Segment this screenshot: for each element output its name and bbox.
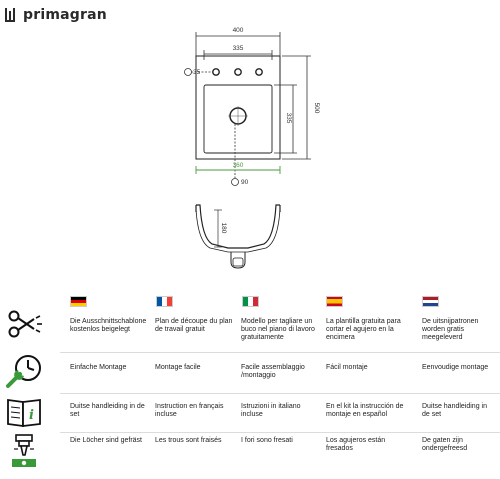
feature-text-nl: De uitsnijpatronen worden gratis meegele… bbox=[422, 318, 479, 341]
wrench-clock-icon bbox=[6, 355, 41, 388]
feature-text-es: En el kit la instrucción de montaje en e… bbox=[326, 403, 404, 418]
scissors-template-icon bbox=[8, 310, 42, 338]
flag-it bbox=[242, 296, 259, 307]
feature-text-de: Die Ausschnittschablone kostenlos beigel… bbox=[70, 318, 147, 333]
bowl-height-label: 180 bbox=[220, 223, 227, 234]
tap-hole-left bbox=[212, 68, 220, 76]
top-view bbox=[184, 32, 311, 186]
feature-text-fr: Montage facile bbox=[155, 364, 201, 371]
brand-logo: primagran bbox=[4, 5, 107, 25]
feature-text-de: Die Löcher sind gefräst bbox=[70, 437, 142, 444]
feature-text-it: I fori sono fresati bbox=[241, 437, 293, 444]
side-view bbox=[195, 204, 281, 269]
outer-depth-label: 500 bbox=[313, 103, 320, 114]
feature-text-de: Duitse handleiding in de set bbox=[70, 403, 145, 418]
drain-label: 90 bbox=[241, 179, 249, 186]
feature-text-nl: Eenvoudige montage bbox=[422, 364, 489, 371]
brand-mark-icon bbox=[5, 8, 15, 22]
sink-outer-outline bbox=[195, 55, 281, 160]
row-divider bbox=[60, 393, 500, 394]
inner-depth-label: 335 bbox=[285, 113, 292, 124]
feature-text-it: Facile assemblaggio /montaggio bbox=[241, 364, 305, 379]
svg-text:i: i bbox=[29, 408, 34, 423]
tap-holes bbox=[212, 68, 263, 76]
flag-fr bbox=[156, 296, 173, 307]
feature-text-nl: De gaten zijn ondergefreesd bbox=[422, 437, 468, 452]
tap-hole-label: 35 bbox=[193, 69, 201, 76]
row-divider bbox=[60, 352, 500, 353]
outer-width-label: 400 bbox=[233, 27, 244, 34]
feature-text-es: La plantilla gratuita para cortar el agu… bbox=[326, 318, 401, 341]
feature-text-fr: Plan de découpe du plan de travail gratu… bbox=[155, 318, 233, 333]
brand-name: primagran bbox=[23, 7, 107, 23]
flag-es bbox=[326, 296, 343, 307]
feature-text-es: Fácil montaje bbox=[326, 364, 368, 371]
bowl-height-dimension bbox=[214, 209, 222, 248]
feature-text-nl: Duitse handleiding in de set bbox=[422, 403, 487, 418]
tap-hole-center bbox=[234, 68, 242, 76]
feature-text-de: Einfache Montage bbox=[70, 364, 127, 371]
bowl-width-label: 360 bbox=[233, 162, 244, 169]
feature-text-fr: Les trous sont fraisés bbox=[155, 437, 222, 444]
bowl-outline bbox=[203, 84, 273, 154]
feature-text-es: Los agujeros están fresados bbox=[326, 437, 386, 452]
bowl-width-dimension bbox=[195, 166, 281, 174]
tap-hole-right bbox=[255, 68, 263, 76]
feature-text-it: Modello per tagliare un buco nel piano d… bbox=[241, 318, 315, 341]
flag-nl bbox=[422, 296, 439, 307]
row-divider bbox=[60, 432, 500, 433]
flag-de bbox=[70, 296, 87, 307]
feature-text-it: Istruzioni in italiano incluse bbox=[241, 403, 301, 418]
drill-holes-icon bbox=[12, 434, 36, 467]
sink-technical-drawing: 400 335 500 335 35 90 360 180 bbox=[184, 27, 320, 269]
feature-text-fr: Instruction en français incluse bbox=[155, 403, 224, 418]
manual-book-icon: i bbox=[7, 398, 41, 428]
inner-width-label: 335 bbox=[233, 45, 244, 52]
